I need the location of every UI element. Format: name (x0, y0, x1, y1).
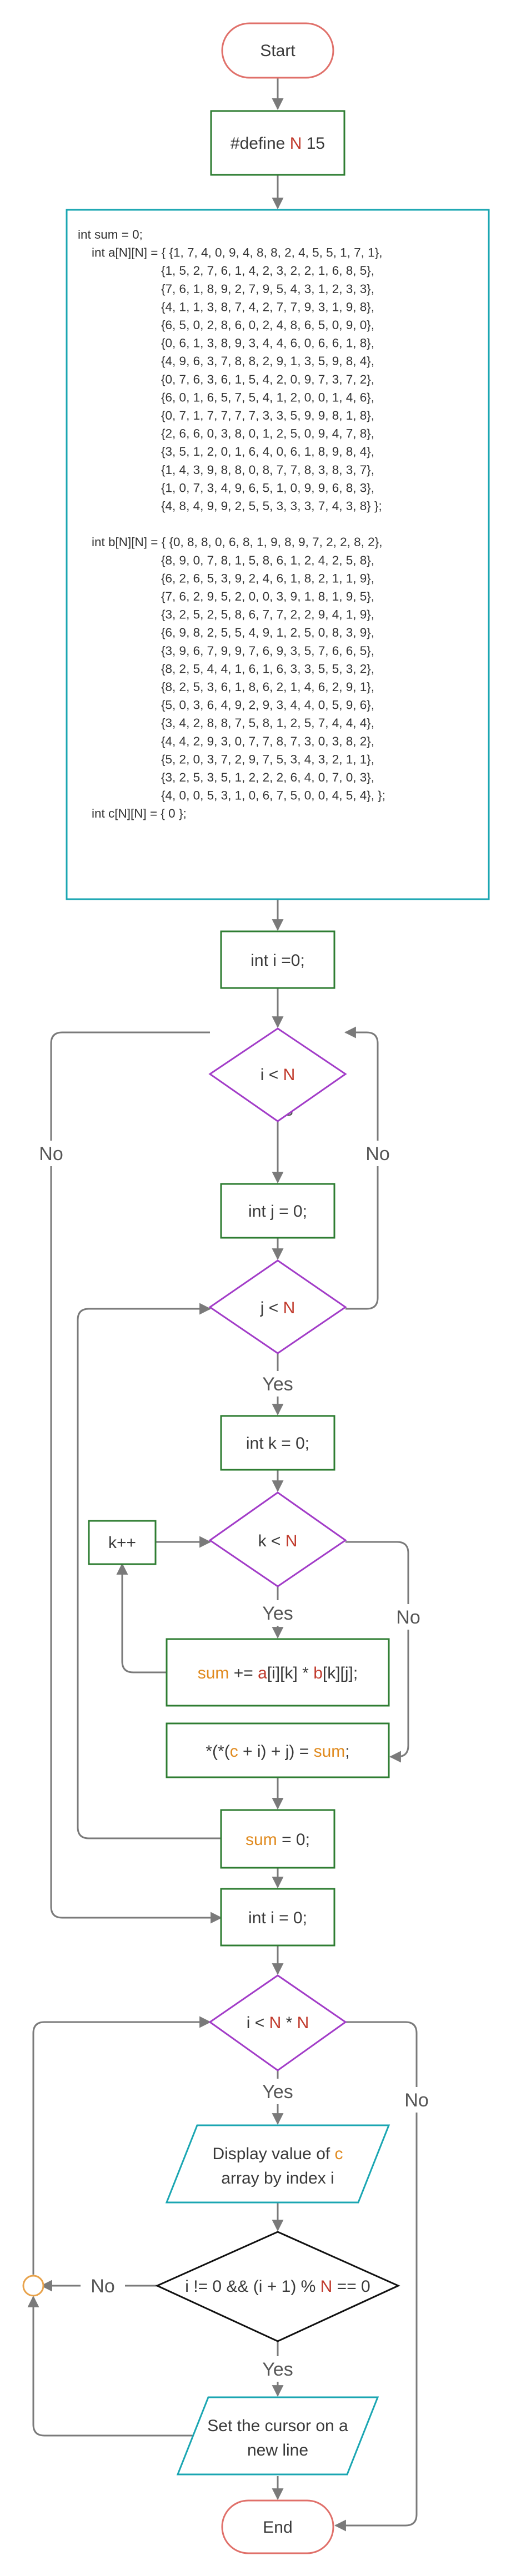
code-line: {8, 9, 0, 7, 8, 1, 5, 8, 6, 1, 2, 4, 2, … (78, 553, 374, 567)
code-line: {8, 2, 5, 3, 6, 1, 8, 6, 2, 1, 4, 6, 2, … (78, 680, 374, 694)
code-line: {1, 5, 2, 7, 6, 1, 4, 2, 3, 2, 2, 1, 6, … (78, 264, 374, 278)
code-line: {6, 2, 6, 5, 3, 9, 2, 4, 6, 1, 8, 2, 1, … (78, 571, 374, 585)
pointer-assign-label: *(*(c + i) + j) = sum; (206, 1742, 349, 1761)
label-no-mod: No (91, 2276, 114, 2297)
code-line: {4, 9, 6, 3, 7, 8, 8, 2, 9, 1, 3, 5, 9, … (78, 354, 374, 368)
code-line: {4, 8, 4, 9, 9, 2, 5, 5, 3, 3, 3, 7, 4, … (78, 499, 382, 513)
code-line: {4, 1, 1, 3, 8, 7, 4, 2, 7, 7, 9, 3, 1, … (78, 300, 374, 314)
cond-j-label: j < N (260, 1299, 295, 1317)
mod-check-label: i != 0 && (i + 1) % N == 0 (185, 2277, 370, 2296)
init-i2-label: int i = 0; (248, 1909, 307, 1927)
end-node: End (221, 2499, 334, 2554)
edge-sumreset-cond-j (77, 1303, 221, 1839)
init-code: int sum = 0; int a[N][N] = { {1, 7, 4, 0… (78, 228, 385, 820)
sum-reset-label: sum = 0; (246, 1831, 310, 1849)
end-label: End (263, 2518, 292, 2537)
edge-cond-k-no (345, 1541, 409, 1763)
display-line2: array by index i (221, 2169, 334, 2187)
code-line: {0, 6, 1, 3, 8, 9, 3, 4, 4, 6, 0, 6, 6, … (78, 336, 374, 350)
code-line: {8, 2, 5, 4, 4, 1, 6, 1, 6, 3, 3, 5, 5, … (78, 662, 374, 675)
k-increment-label: k++ (108, 1534, 136, 1552)
code-line: {4, 0, 0, 5, 3, 1, 0, 6, 7, 5, 0, 0, 4, … (78, 789, 385, 803)
cond-nn-node: i < N * N (208, 1974, 347, 2071)
label-yes-cond-j: Yes (262, 1374, 293, 1395)
code-line: int b[N][N] = { {0, 8, 8, 0, 6, 8, 1, 9,… (78, 535, 382, 549)
code-line: {1, 0, 7, 3, 4, 9, 6, 5, 1, 0, 9, 9, 6, … (78, 481, 374, 495)
code-line: {3, 4, 2, 8, 8, 7, 5, 8, 1, 2, 5, 7, 4, … (78, 716, 374, 730)
code-line (78, 517, 81, 531)
init-i2-node: int i = 0; (220, 1888, 335, 1947)
display-line1: Display value of c (212, 2145, 343, 2163)
code-line: {3, 2, 5, 2, 5, 8, 6, 7, 7, 2, 2, 9, 4, … (78, 608, 374, 622)
init-k-node: int k = 0; (220, 1415, 335, 1471)
cursor-node: Set the cursor on a new line (176, 2396, 379, 2476)
cond-i-label: i < N (260, 1066, 295, 1084)
code-line: {6, 0, 1, 6, 5, 7, 5, 4, 1, 2, 0, 0, 1, … (78, 390, 374, 404)
init-k-label: int k = 0; (246, 1434, 309, 1453)
mod-check-node: i != 0 && (i + 1) % N == 0 (155, 2231, 400, 2342)
define-node: #define N 15 (210, 110, 345, 176)
init-i-node: int i =0; (220, 930, 335, 989)
pointer-assign-node: *(*(c + i) + j) = sum; (166, 1722, 390, 1778)
edge-cond-i-no (50, 1031, 223, 1924)
label-yes-cond-NN: Yes (262, 2081, 293, 2103)
sum-accumulate-label: sum += a[i][k] * b[k][j]; (198, 1664, 358, 1682)
define-label: #define N 15 (231, 134, 325, 153)
init-i-label: int i =0; (251, 951, 305, 970)
init-j-node: int j = 0; (220, 1183, 335, 1239)
edge-sum-kinc (116, 1562, 167, 1673)
edge-labels: Yes No No Yes Yes No Yes No No Yes (29, 1096, 439, 2382)
cursor-line2: new line (247, 2441, 308, 2459)
code-line: {1, 4, 3, 9, 8, 8, 0, 8, 7, 7, 8, 3, 8, … (78, 463, 374, 477)
code-line: {5, 0, 3, 6, 4, 9, 2, 9, 3, 4, 4, 0, 5, … (78, 698, 374, 712)
start-node: Start (221, 22, 334, 79)
edge-cond-NN-no (334, 2021, 418, 2532)
display-node: Display value of c array by index i (165, 2124, 390, 2204)
init-j-label: int j = 0; (248, 1202, 307, 1221)
cond-k-label: k < N (258, 1532, 298, 1550)
code-line: {4, 4, 2, 9, 3, 0, 7, 7, 8, 7, 3, 0, 3, … (78, 734, 374, 748)
label-no-cond-j: No (365, 1143, 389, 1165)
cursor-line1: Set the cursor on a (207, 2417, 348, 2435)
label-no-cond-k: No (396, 1607, 420, 1628)
sum-reset-node: sum = 0; (220, 1809, 335, 1869)
sum-accumulate-node: sum += a[i][k] * b[k][j]; (166, 1638, 390, 1707)
code-line: {7, 6, 1, 8, 9, 2, 7, 9, 5, 4, 3, 1, 2, … (78, 282, 374, 296)
code-line: {7, 6, 2, 9, 5, 2, 0, 0, 3, 9, 1, 8, 1, … (78, 589, 374, 603)
start-label: Start (260, 42, 295, 60)
label-no-cond-NN: No (404, 2090, 428, 2111)
edge-connector-cond-NN (32, 2016, 212, 2275)
code-line: {5, 2, 0, 3, 7, 2, 9, 7, 5, 3, 4, 3, 2, … (78, 752, 374, 766)
code-line: {0, 7, 6, 3, 6, 1, 5, 4, 2, 0, 9, 7, 3, … (78, 372, 374, 386)
cond-nn-label: i < N * N (247, 2014, 309, 2032)
code-line: {0, 7, 1, 7, 7, 7, 7, 3, 3, 5, 9, 9, 8, … (78, 409, 374, 422)
code-line: {3, 2, 5, 3, 5, 1, 2, 2, 2, 6, 4, 0, 7, … (78, 770, 374, 784)
cond-k-node: k < N (208, 1491, 347, 1587)
edges (27, 78, 418, 2532)
cond-i-node: i < N (208, 1027, 347, 1122)
cond-j-node: j < N (208, 1259, 347, 1354)
edge-cond-j-no (344, 1026, 379, 1310)
label-no-cond-i: No (39, 1143, 63, 1165)
label-yes-cond-k: Yes (262, 1603, 293, 1624)
code-line: {6, 5, 0, 2, 8, 6, 0, 2, 4, 8, 6, 5, 0, … (78, 318, 374, 332)
code-line: {2, 6, 6, 0, 3, 8, 0, 1, 2, 5, 0, 9, 4, … (78, 427, 374, 441)
loop-connector (22, 2275, 44, 2297)
code-line: int a[N][N] = { {1, 7, 4, 0, 9, 4, 8, 8,… (78, 246, 382, 260)
code-line: {3, 9, 6, 7, 9, 9, 7, 6, 9, 3, 5, 7, 6, … (78, 644, 374, 658)
init-code-node: int sum = 0; int a[N][N] = { {1, 7, 4, 0… (66, 209, 490, 900)
code-line: int sum = 0; (78, 228, 143, 241)
code-line: {3, 5, 1, 2, 0, 1, 6, 4, 0, 6, 1, 8, 9, … (78, 445, 374, 458)
code-line: {6, 9, 8, 2, 5, 5, 4, 9, 1, 2, 5, 0, 8, … (78, 626, 374, 639)
k-increment-node: k++ (88, 1520, 157, 1565)
label-yes-mod: Yes (262, 2359, 293, 2380)
code-line: int c[N][N] = { 0 }; (78, 806, 187, 820)
edge-cursor-loop (27, 2295, 193, 2437)
